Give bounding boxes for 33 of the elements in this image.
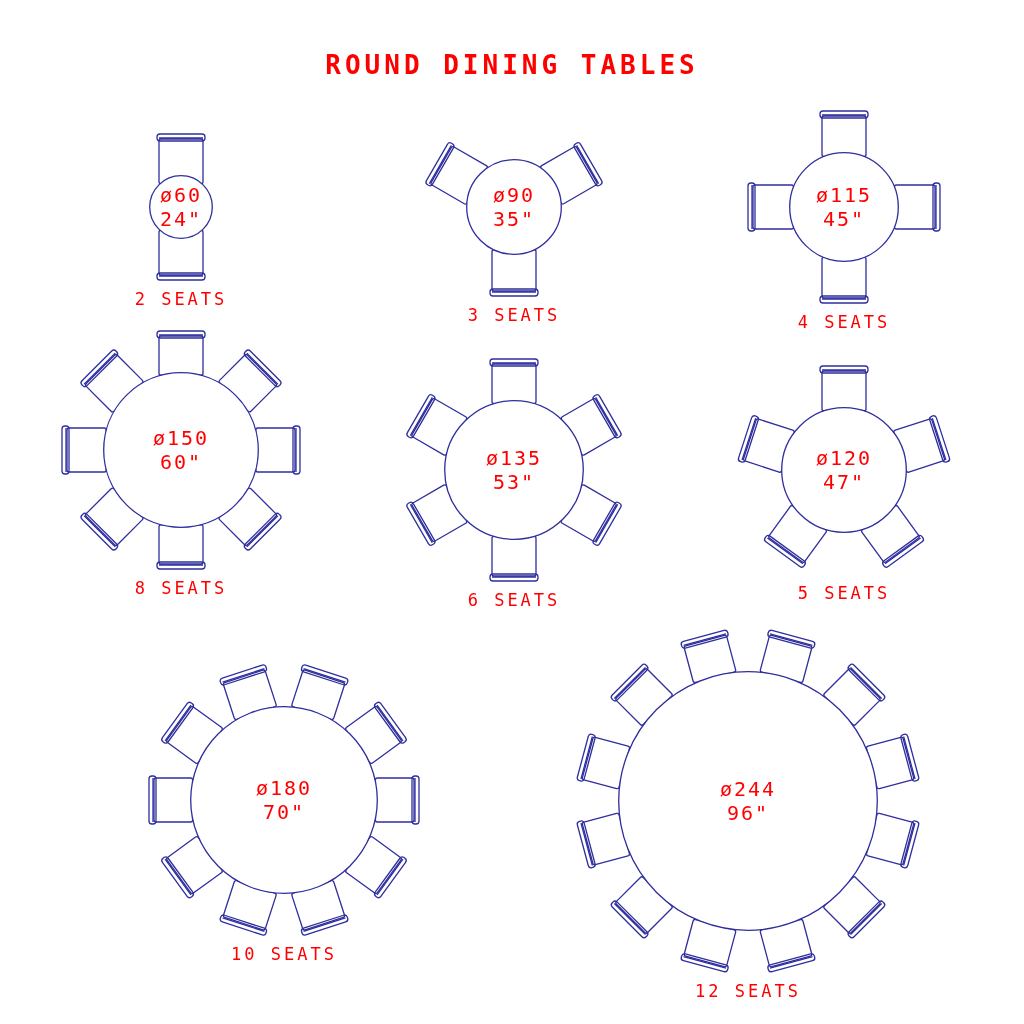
round-table	[103, 372, 259, 528]
seat-count-label: 6 SEATS	[466, 590, 562, 610]
diameter-label: ø135	[484, 446, 544, 470]
inch-label: 45"	[821, 207, 867, 231]
diameter-label: ø60	[158, 183, 204, 207]
round-table	[781, 407, 907, 533]
seat-count-label: 8 SEATS	[133, 578, 229, 598]
title: ROUND DINING TABLES	[324, 50, 700, 80]
diameter-label: ø115	[814, 183, 874, 207]
seat-count-label: 4 SEATS	[796, 312, 892, 332]
inch-label: 60"	[158, 450, 204, 474]
round-table	[444, 400, 584, 540]
seat-count-label: 2 SEATS	[133, 289, 229, 309]
inch-label: 47"	[821, 470, 867, 494]
diameter-label: ø244	[718, 777, 778, 801]
round-table	[618, 671, 878, 931]
seat-count-label: 3 SEATS	[466, 305, 562, 325]
inch-label: 70"	[261, 800, 307, 824]
inch-label: 53"	[491, 470, 537, 494]
diameter-label: ø180	[254, 776, 314, 800]
inch-label: 96"	[725, 801, 771, 825]
diameter-label: ø150	[151, 426, 211, 450]
seat-count-label: 12 SEATS	[694, 981, 802, 1001]
round-table	[190, 706, 378, 894]
seat-count-label: 5 SEATS	[796, 583, 892, 603]
round-table	[466, 159, 562, 255]
inch-label: 24"	[158, 207, 204, 231]
diameter-label: ø120	[814, 446, 874, 470]
round-table	[789, 152, 899, 262]
inch-label: 35"	[491, 207, 537, 231]
round-table	[149, 175, 213, 239]
diameter-label: ø90	[491, 183, 537, 207]
seat-count-label: 10 SEATS	[230, 944, 338, 964]
